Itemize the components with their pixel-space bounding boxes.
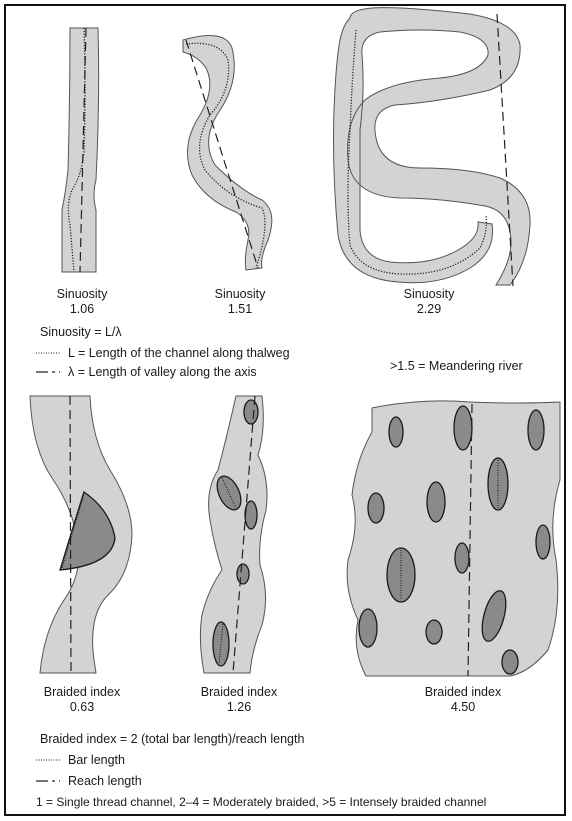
channel-bar <box>427 482 445 522</box>
braided-channel-3 <box>347 401 560 676</box>
sinuosity-channel-winding <box>183 36 272 271</box>
thalweg-legend-text: L = Length of the channel along thalweg <box>68 346 290 360</box>
bar-length-legend-text: Bar length <box>68 753 125 767</box>
valley-legend-text: λ = Length of valley along the axis <box>68 365 257 379</box>
sinuosity-value-1: 1.06 <box>70 302 94 316</box>
braided-label-3: Braided index <box>425 685 502 699</box>
channel-bar <box>359 609 377 647</box>
channel-bar <box>536 525 550 559</box>
sinuosity-channel-meandering <box>334 8 531 286</box>
sinuosity-label-3: Sinuosity <box>404 287 455 301</box>
channel-bar <box>245 501 257 529</box>
channel-bar <box>454 406 472 450</box>
channel-bar <box>502 650 518 674</box>
braided-classes: 1 = Single thread channel, 2–4 = Moderat… <box>36 795 486 809</box>
braided-channel-1 <box>30 396 132 673</box>
channel-bar <box>528 410 544 450</box>
braided-label-1: Braided index <box>44 685 121 699</box>
channel-body <box>347 401 560 676</box>
channel-bar <box>368 493 384 523</box>
channel-bar <box>244 400 258 424</box>
reach-length-legend-text: Reach length <box>68 774 142 788</box>
sinuosity-label-2: Sinuosity <box>215 287 266 301</box>
channel-body <box>62 28 99 272</box>
sinuosity-channel-straight <box>62 28 99 272</box>
channel-body <box>200 396 267 673</box>
braided-formula: Braided index = 2 (total bar length)/rea… <box>40 732 304 746</box>
braided-label-2: Braided index <box>201 685 278 699</box>
sinuosity-value-3: 2.29 <box>417 302 441 316</box>
meandering-threshold: >1.5 = Meandering river <box>390 359 523 373</box>
braided-value-1: 0.63 <box>70 700 94 714</box>
braided-value-2: 1.26 <box>227 700 251 714</box>
channel-bar <box>237 564 249 584</box>
sinuosity-label-1: Sinuosity <box>57 287 108 301</box>
braided-channel-2 <box>200 396 267 673</box>
channel-body <box>183 36 272 271</box>
channel-bar <box>389 417 403 447</box>
sinuosity-formula: Sinuosity = L/λ <box>40 325 122 339</box>
sinuosity-value-2: 1.51 <box>228 302 252 316</box>
channel-body <box>334 8 531 285</box>
channel-bar <box>426 620 442 644</box>
braided-value-3: 4.50 <box>451 700 475 714</box>
channel-bar <box>455 543 469 573</box>
